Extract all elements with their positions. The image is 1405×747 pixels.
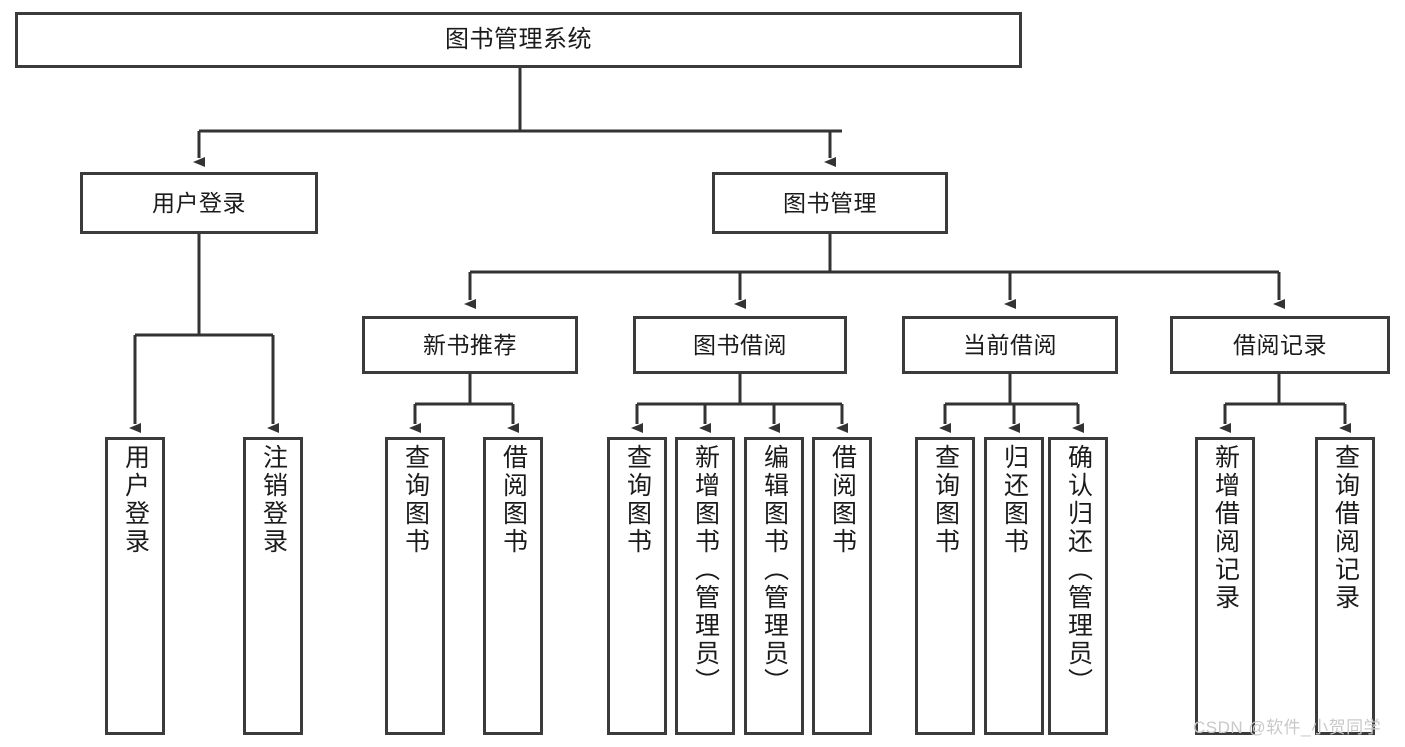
node-leaf-query-book-recommend[interactable]: 查询图书	[385, 437, 445, 735]
node-label: 用户登录	[152, 189, 246, 216]
node-leaf-query-borrow-record[interactable]: 查询借阅记录	[1315, 437, 1375, 735]
node-leaf-add-borrow-record[interactable]: 新增借阅记录	[1195, 437, 1255, 735]
node-leaf-query-book-current[interactable]: 查询图书	[915, 437, 975, 735]
node-leaf-return-book[interactable]: 归还图书	[984, 437, 1044, 735]
node-label: 当前借阅	[963, 331, 1057, 358]
node-new-book-recommend[interactable]: 新书推荐	[362, 316, 578, 374]
node-book-management[interactable]: 图书管理	[712, 172, 948, 234]
node-label: 归还图书	[1000, 444, 1029, 556]
node-label: 图书借阅	[693, 331, 787, 358]
node-leaf-user-login[interactable]: 用户登录	[105, 437, 165, 735]
node-label: 借阅图书	[499, 444, 528, 556]
node-label: 新书推荐	[423, 331, 517, 358]
node-label: 查询图书	[401, 444, 430, 556]
node-leaf-borrow-book-recommend[interactable]: 借阅图书	[483, 437, 543, 735]
node-leaf-logout[interactable]: 注销登录	[243, 437, 303, 735]
node-leaf-edit-book-admin[interactable]: 编辑图书（管理员）	[744, 437, 804, 735]
node-label: 查询借阅记录	[1331, 444, 1360, 612]
node-label: 注销登录	[259, 444, 288, 556]
node-label: 确认归还（管理员）	[1064, 444, 1093, 696]
node-label: 图书管理系统	[445, 26, 592, 54]
node-root-library-system[interactable]: 图书管理系统	[15, 12, 1022, 68]
node-book-borrow[interactable]: 图书借阅	[633, 316, 847, 374]
node-user-login[interactable]: 用户登录	[80, 172, 318, 234]
node-label: 编辑图书（管理员）	[760, 444, 789, 696]
node-leaf-add-book-admin[interactable]: 新增图书（管理员）	[675, 437, 735, 735]
node-label: 用户登录	[121, 444, 150, 556]
node-label: 借阅图书	[828, 444, 857, 556]
node-label: 新增图书（管理员）	[691, 444, 720, 696]
node-label: 查询图书	[931, 444, 960, 556]
node-borrow-record[interactable]: 借阅记录	[1170, 316, 1390, 374]
node-label: 新增借阅记录	[1211, 444, 1240, 612]
node-current-borrow[interactable]: 当前借阅	[902, 316, 1118, 374]
node-leaf-confirm-return-admin[interactable]: 确认归还（管理员）	[1048, 437, 1108, 735]
node-label: 借阅记录	[1233, 331, 1327, 358]
node-label: 图书管理	[783, 189, 877, 216]
node-leaf-borrow-book[interactable]: 借阅图书	[812, 437, 872, 735]
node-leaf-query-book-borrow[interactable]: 查询图书	[607, 437, 667, 735]
csdn-watermark: CSDN @软件_小贺同学	[1193, 718, 1382, 737]
node-label: 查询图书	[623, 444, 652, 556]
